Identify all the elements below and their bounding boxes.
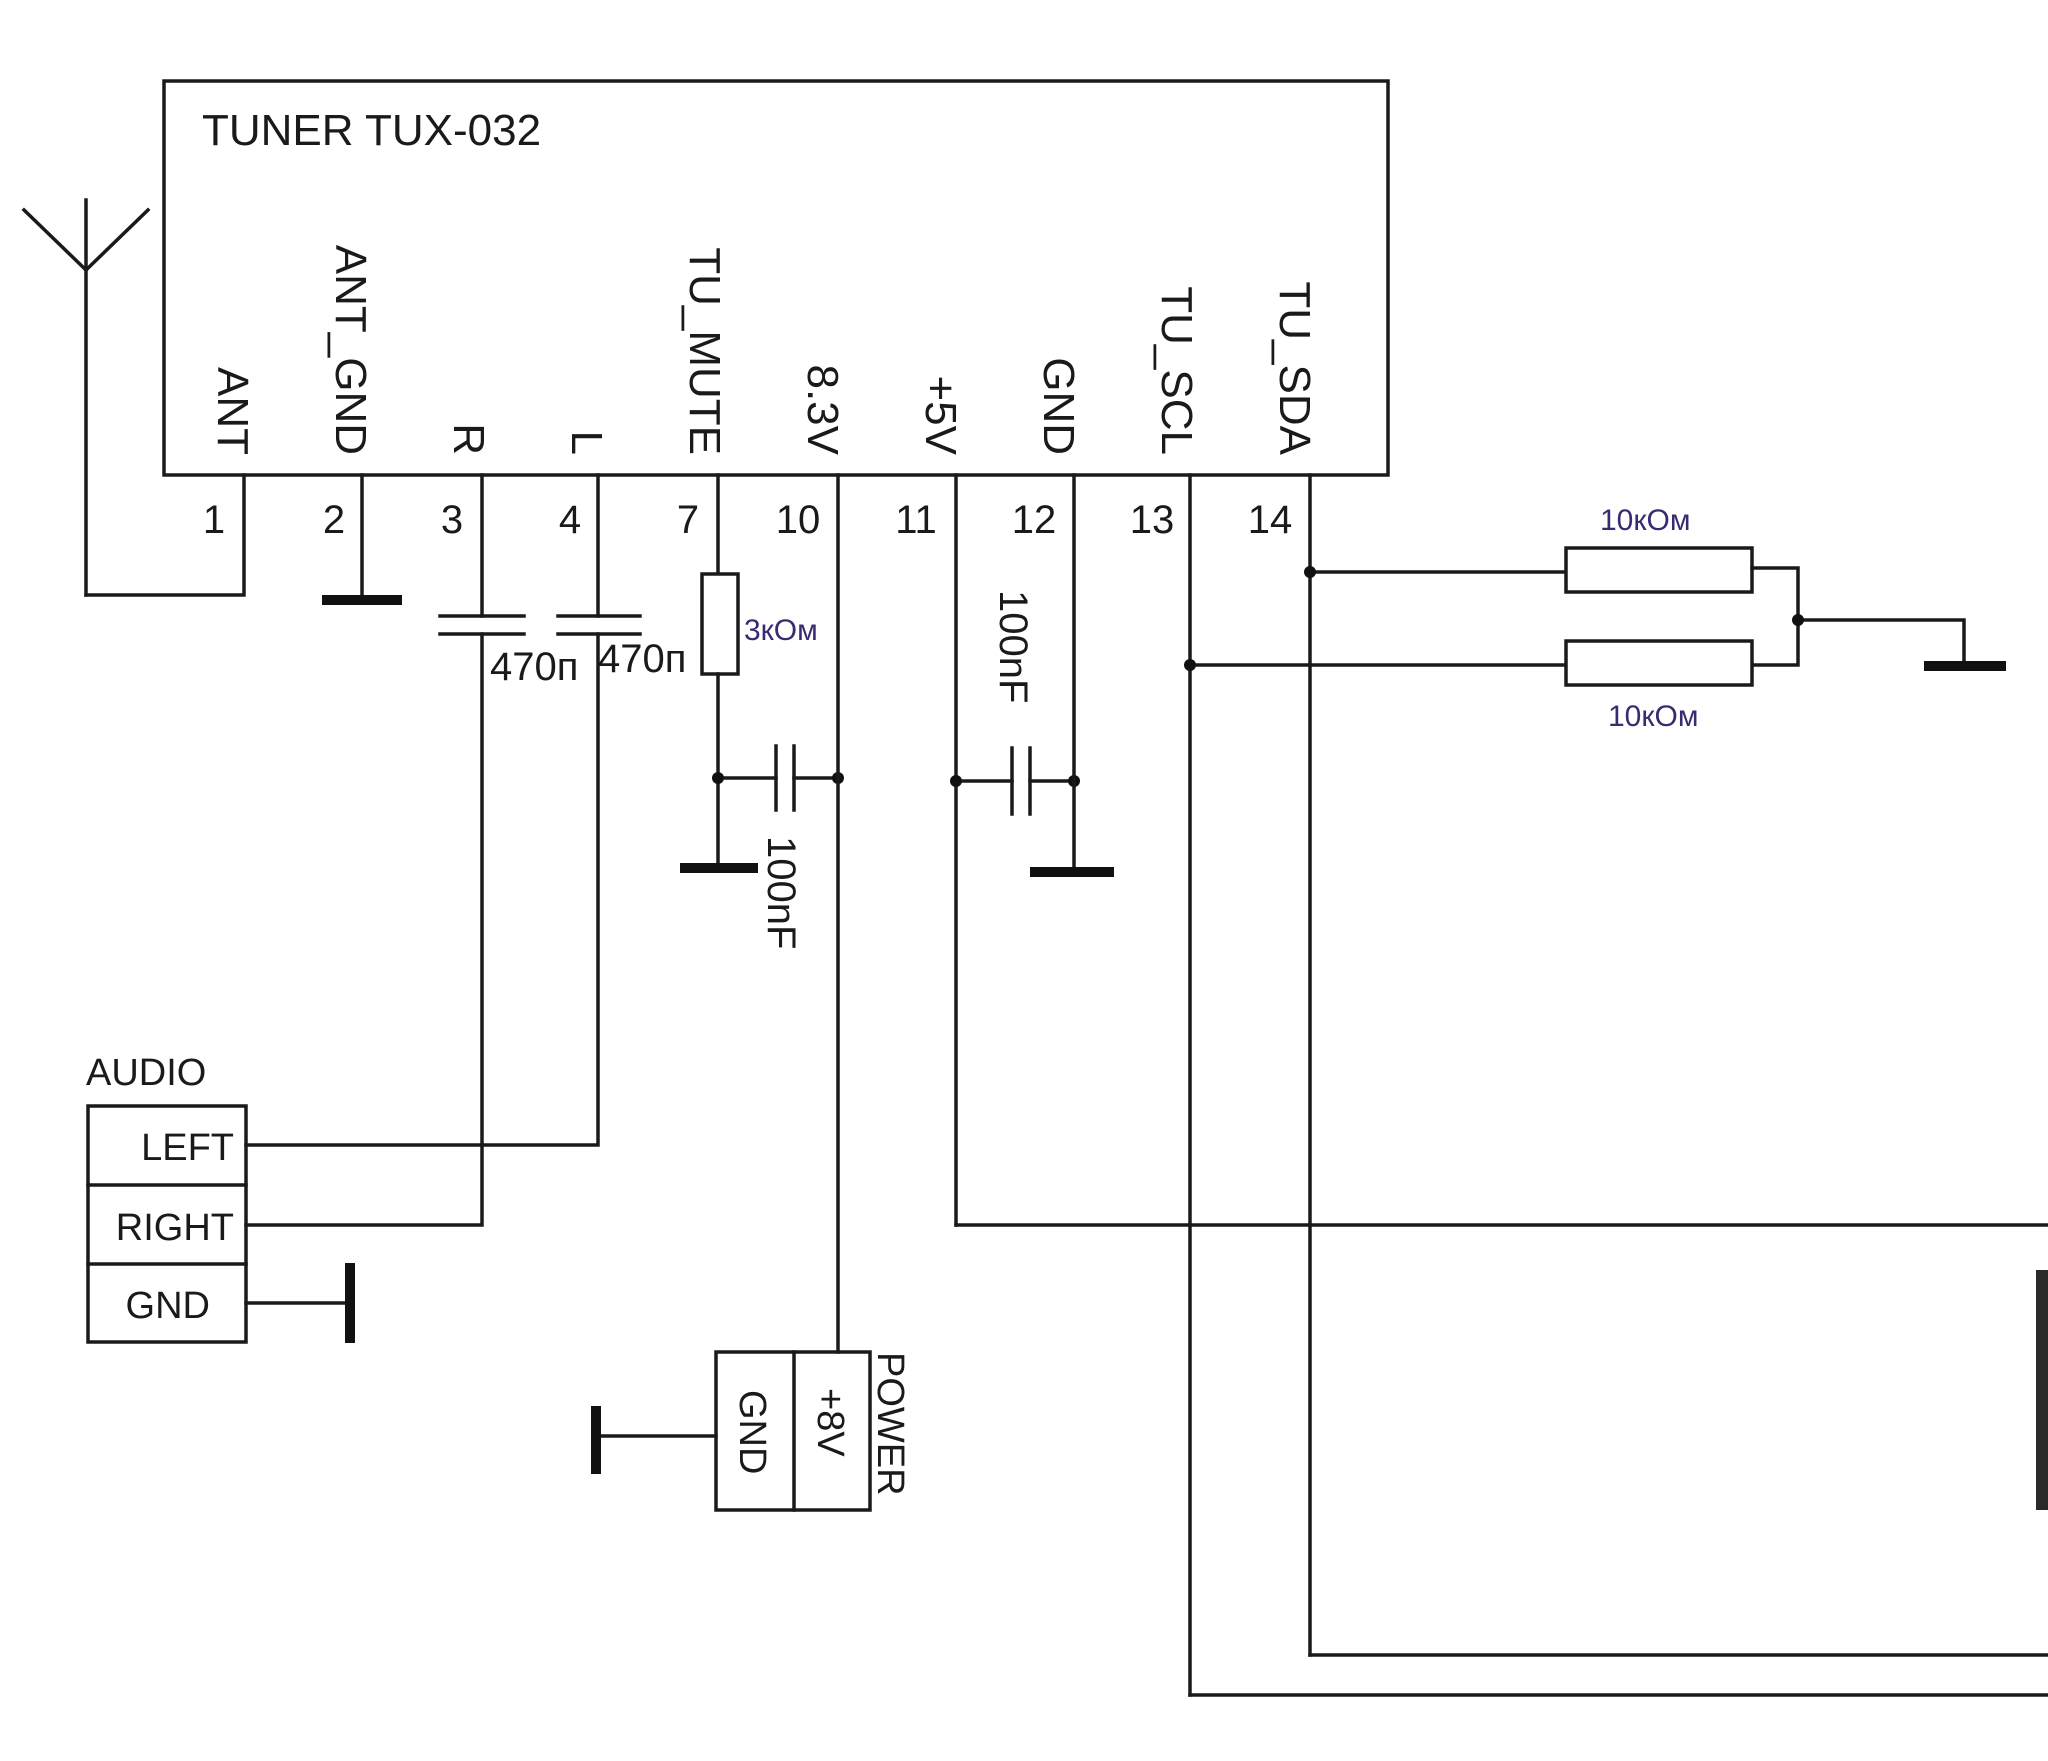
pin-number-3: 3	[441, 498, 463, 542]
i2c-network	[1184, 473, 2048, 1697]
capacitor-right-value: 470п	[490, 645, 578, 689]
pin-number-10: 10	[776, 498, 821, 542]
audio-right-label: RIGHT	[116, 1207, 234, 1249]
audio-gnd-label: GND	[126, 1285, 210, 1327]
pin-number-14: 14	[1248, 498, 1293, 542]
power-connector	[591, 1350, 872, 1512]
pin-number-7: 7	[677, 498, 699, 542]
pin-label-ant-gnd: ANT_GND	[326, 245, 375, 455]
resistor-sda-value: 10кОм	[1600, 504, 1690, 537]
pin-label-5v: +5V	[916, 375, 965, 455]
supply-5v-network	[950, 473, 2048, 1227]
pin-number-12: 12	[1012, 498, 1057, 542]
audio-left-label: LEFT	[141, 1127, 234, 1169]
ant-gnd-ground	[322, 473, 402, 605]
pin-label-r: R	[444, 423, 493, 455]
audio-gnd-ground	[244, 1263, 355, 1343]
pin-label-ant: ANT	[208, 367, 257, 455]
pin-number-4: 4	[559, 498, 581, 542]
left-channel-wire	[244, 473, 642, 1147]
tuner-title: TUNER TUX-032	[202, 106, 541, 155]
pin-label-l: L	[562, 431, 611, 455]
pin-number-13: 13	[1130, 498, 1175, 542]
power-title: POWER	[869, 1352, 911, 1496]
resistor-mute-value: 3кОм	[744, 614, 818, 647]
pin-label-tu-scl: TU_SCL	[1152, 286, 1201, 455]
mute-network	[680, 473, 844, 873]
tuner-box	[162, 79, 1390, 477]
right-channel-wire	[244, 473, 526, 1227]
capacitor-left-value: 470п	[598, 637, 686, 681]
pin-number-2: 2	[323, 498, 345, 542]
capacitor-83v-value: 100nF	[759, 836, 803, 949]
pin-label-tu-sda: TU_SDA	[1270, 281, 1319, 455]
power-gnd-label: GND	[731, 1390, 773, 1474]
audio-title: AUDIO	[86, 1052, 206, 1094]
antenna-icon	[21, 198, 246, 597]
pin-number-11: 11	[895, 498, 937, 542]
audio-connector	[86, 1104, 248, 1344]
pin-label-tu-mute: TU_MUTE	[680, 247, 729, 455]
resistor-scl-value: 10кОм	[1608, 700, 1698, 733]
pin-label-8v3: 8.3V	[798, 364, 847, 455]
power-8v-label: +8V	[809, 1388, 851, 1457]
pin-label-gnd: GND	[1034, 357, 1083, 455]
capacitor-5v-value: 100nF	[991, 590, 1035, 703]
pin-number-1: 1	[203, 498, 225, 542]
